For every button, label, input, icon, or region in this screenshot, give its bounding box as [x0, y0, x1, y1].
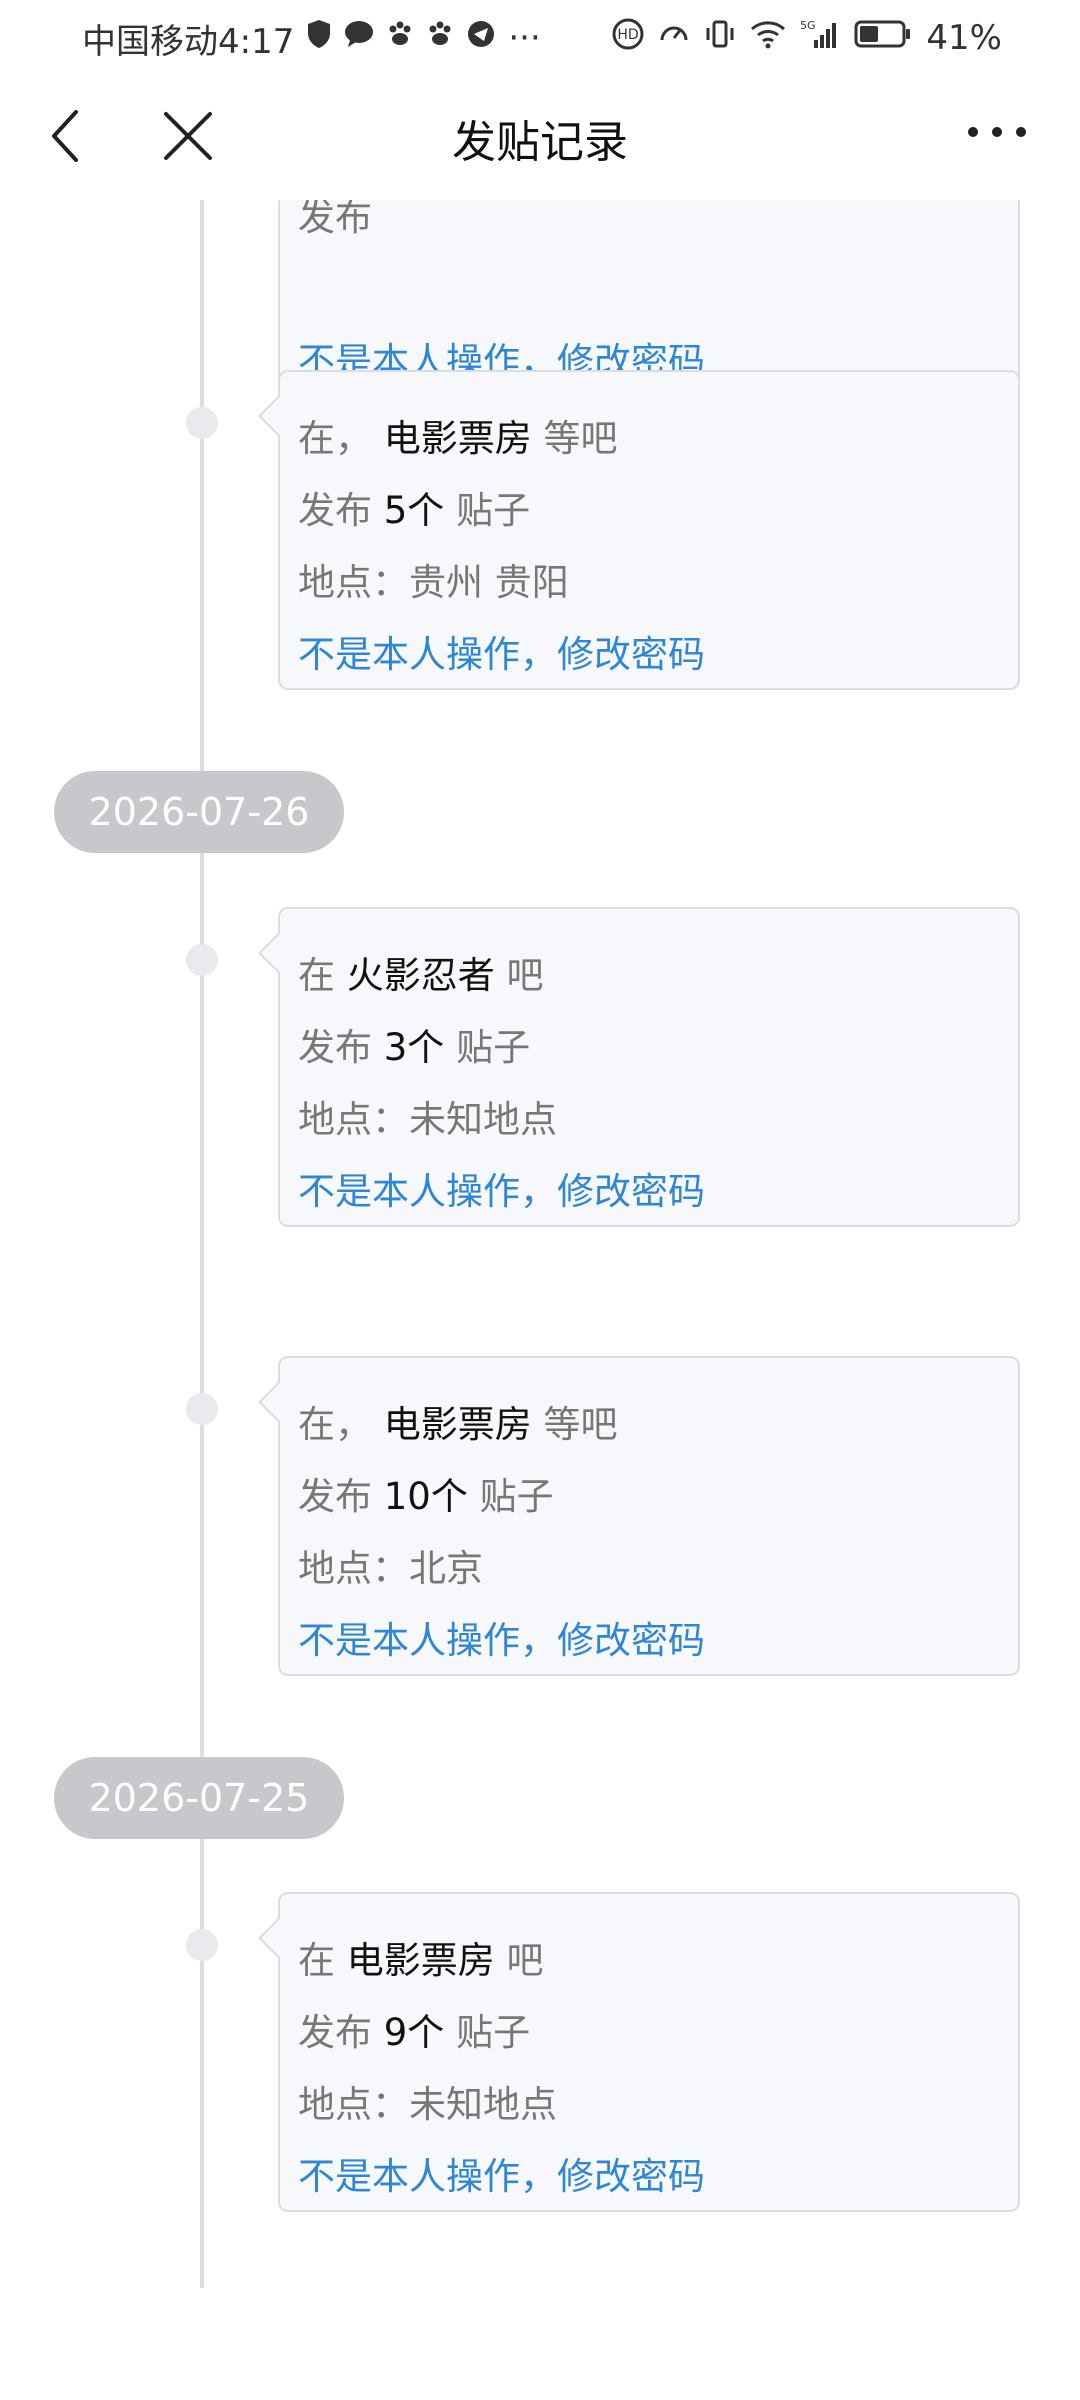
more-dots-icon[interactable] [962, 112, 1032, 152]
publish-line: 发布 10个 贴子 [298, 1466, 554, 1520]
publish-suffix: 贴子 [479, 1475, 554, 1518]
app-icon [466, 19, 496, 57]
wifi-icon [750, 19, 786, 57]
timeline-dot [186, 944, 218, 976]
chat-icon [344, 20, 374, 56]
publish-prefix: 发布 [298, 2011, 372, 2054]
baidu-paw-icon [426, 20, 454, 56]
location-line: 地点：未知地点 [298, 2083, 557, 2126]
baidu-paw-icon [386, 20, 414, 56]
location-line: 地点：未知地点 [298, 1098, 557, 1141]
vibrate-icon [704, 18, 736, 58]
post-record-card: 在 电影票房 吧 发布 9个 贴子 地点：未知地点 不是本人操作，修改密码 [258, 1892, 1020, 2212]
date-pill: 2026-07-25 [54, 1757, 344, 1839]
status-bar: 中国移动4:17 ··· HD 5G [0, 0, 1080, 76]
forum-name[interactable]: 电影票房 [383, 417, 532, 460]
forum-line: 在， 电影票房 等吧 [298, 408, 618, 462]
forum-prefix: 在， [298, 1403, 372, 1446]
post-count: 9个 [383, 2011, 445, 2054]
publish-suffix: 贴子 [456, 2011, 531, 2054]
timeline-dot [186, 407, 218, 439]
forum-prefix: 在 [298, 1939, 335, 1982]
post-count: 3个 [383, 1026, 445, 1069]
post-record-card: 在 火影忍者 吧 发布 3个 贴子 地点：未知地点 不是本人操作，修改密码 [258, 907, 1020, 1227]
speed-icon [658, 18, 690, 58]
forum-suffix: 等吧 [543, 417, 618, 460]
signal-5g-icon: 5G [800, 18, 840, 58]
change-password-link[interactable]: 不是本人操作，修改密码 [298, 1619, 705, 1662]
status-left: 中国移动4:17 ··· [82, 14, 541, 63]
carrier-time: 中国移动4:17 [82, 21, 295, 62]
publish-prefix: 发布 [298, 489, 372, 532]
publish-prefix: 发布 [298, 1475, 372, 1518]
publish-suffix: 贴子 [456, 1026, 531, 1069]
publish-line: 发布 5个 贴子 [298, 480, 530, 534]
forum-suffix: 吧 [506, 1939, 544, 1982]
timeline-content[interactable]: 在 发布 不是本人操作，修改密码 在， 电影票房 等吧 发布 5个 贴子 地点：… [0, 200, 1080, 2400]
nav-bar: 发贴记录 [0, 76, 1080, 200]
forum-line: 在， 电影票房 等吧 [298, 1394, 618, 1448]
publish-line: 发布 3个 贴子 [298, 1017, 530, 1071]
change-password-link[interactable]: 不是本人操作，修改密码 [298, 2155, 705, 2198]
forum-line: 在 电影票房 吧 [298, 1930, 544, 1984]
forum-name[interactable]: 火影忍者 [346, 954, 495, 997]
post-record-card: 在 发布 不是本人操作，修改密码 [278, 200, 1020, 397]
timeline-line [200, 200, 204, 2288]
change-password-link[interactable]: 不是本人操作，修改密码 [298, 1170, 705, 1213]
battery-icon [854, 18, 912, 58]
publish-prefix: 发布 [298, 1026, 372, 1069]
hd-icon: HD [612, 18, 644, 58]
timeline-dot [186, 1393, 218, 1425]
publish-suffix: 贴子 [456, 489, 531, 532]
forum-prefix: 在 [298, 954, 335, 997]
shield-icon [306, 19, 332, 57]
date-pill: 2026-07-26 [54, 771, 344, 853]
timeline-dot [186, 1929, 218, 1961]
publish-prefix: 发布 [298, 200, 372, 239]
post-count: 5个 [383, 489, 445, 532]
publish-line: 发布 9个 贴子 [298, 2002, 530, 2056]
svg-text:5G: 5G [800, 19, 816, 32]
post-record-card: 在， 电影票房 等吧 发布 10个 贴子 地点：北京 不是本人操作，修改密码 [258, 1356, 1020, 1676]
post-record-card: 在， 电影票房 等吧 发布 5个 贴子 地点：贵州 贵阳 不是本人操作，修改密码 [258, 370, 1020, 690]
battery-percent: 41% [926, 18, 1002, 58]
chevron-left-icon[interactable] [40, 106, 100, 166]
close-icon[interactable] [158, 106, 218, 166]
status-right: HD 5G 41% [612, 18, 1002, 58]
post-count: 10个 [383, 1475, 468, 1518]
location-line: 地点：北京 [298, 1547, 483, 1590]
forum-suffix: 吧 [506, 954, 544, 997]
page-title: 发贴记录 [452, 117, 628, 168]
status-extra: ··· [508, 18, 541, 58]
publish-line: 发布 [298, 200, 372, 241]
forum-name[interactable]: 电影票房 [383, 1403, 532, 1446]
forum-prefix: 在， [298, 417, 372, 460]
change-password-link[interactable]: 不是本人操作，修改密码 [298, 633, 705, 676]
location-line: 地点：贵州 贵阳 [298, 561, 569, 604]
forum-name[interactable]: 电影票房 [346, 1939, 495, 1982]
forum-suffix: 等吧 [543, 1403, 618, 1446]
forum-line: 在 火影忍者 吧 [298, 945, 544, 999]
svg-text:HD: HD [618, 27, 639, 43]
